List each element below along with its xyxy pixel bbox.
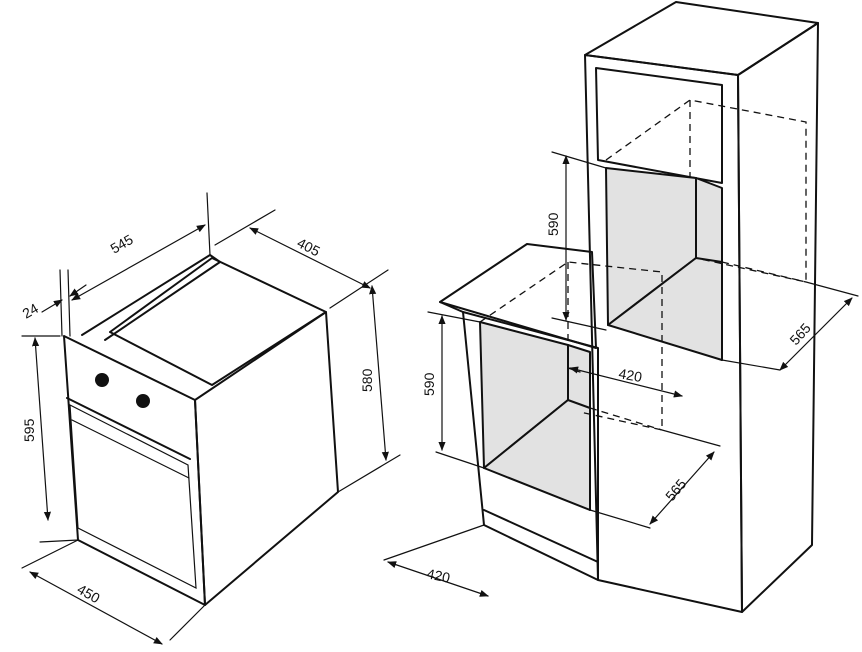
ext-line — [67, 269, 71, 337]
column-side — [737, 22, 819, 613]
dim-450-line — [29, 571, 163, 645]
dim-405-label: 405 — [295, 234, 323, 259]
dim-column-420-line — [569, 366, 683, 398]
dim-545-label: 545 — [108, 231, 136, 257]
dim-405-line — [249, 227, 371, 289]
ext-line — [329, 269, 389, 309]
column-hidden-outline — [605, 99, 807, 283]
oven-door — [69, 403, 197, 590]
dim-counter-420-line — [387, 561, 489, 597]
ext-line — [435, 451, 485, 469]
ext-line — [383, 524, 485, 561]
ext-line — [427, 311, 481, 323]
ext-line — [337, 454, 401, 493]
ext-line — [551, 317, 607, 331]
column-upper-opening — [595, 67, 723, 184]
ext-line — [59, 269, 63, 337]
counter-front — [462, 311, 599, 581]
ext-line — [589, 509, 651, 529]
installation-drawing: 590 420 565 590 420 565 — [383, 1, 859, 613]
ext-line — [805, 281, 859, 297]
dim-545-line — [71, 224, 206, 301]
oven-knob-left — [95, 373, 109, 387]
ext-line — [206, 192, 211, 256]
ext-line — [21, 539, 79, 569]
dim-counter-565-line — [649, 451, 715, 525]
counter-hidden-outline — [479, 261, 663, 431]
ext-line — [661, 429, 721, 447]
counter-plinth — [483, 509, 599, 563]
dim-595-label: 595 — [21, 418, 37, 442]
dim-counter-565-label: 565 — [662, 476, 689, 504]
dim-24-line — [69, 284, 87, 297]
ext-line — [169, 604, 206, 641]
oven-front-panel — [63, 335, 206, 606]
dim-counter-420-label: 420 — [425, 565, 451, 586]
oven-control-strip — [66, 397, 191, 460]
dim-24-label: 24 — [20, 300, 42, 322]
dim-450-label: 450 — [75, 581, 103, 607]
ext-line — [721, 359, 781, 371]
oven-body-side — [194, 311, 339, 606]
dim-column-590-label: 590 — [545, 212, 561, 236]
ext-line — [214, 209, 276, 246]
oven-drawing: 545 24 405 595 580 450 — [20, 192, 401, 645]
dim-580-line — [369, 285, 389, 461]
dim-column-565-label: 565 — [786, 320, 814, 348]
ext-line — [39, 539, 79, 543]
column-hidden-line — [721, 261, 807, 283]
column-top — [584, 1, 819, 76]
counter-hidden-line — [589, 407, 663, 431]
dim-24-line — [41, 299, 63, 313]
dim-counter-590-label: 590 — [421, 372, 437, 396]
oven-knob-right — [136, 394, 150, 408]
oven-door-handle-line — [71, 419, 190, 479]
dim-580-label: 580 — [359, 368, 375, 392]
dim-column-420-label: 420 — [617, 365, 643, 385]
dim-595-line — [31, 337, 52, 521]
oven-body-top — [109, 257, 327, 386]
counter-front-edge — [439, 301, 464, 313]
dim-column-565-line — [779, 297, 853, 371]
ext-line — [551, 151, 607, 169]
